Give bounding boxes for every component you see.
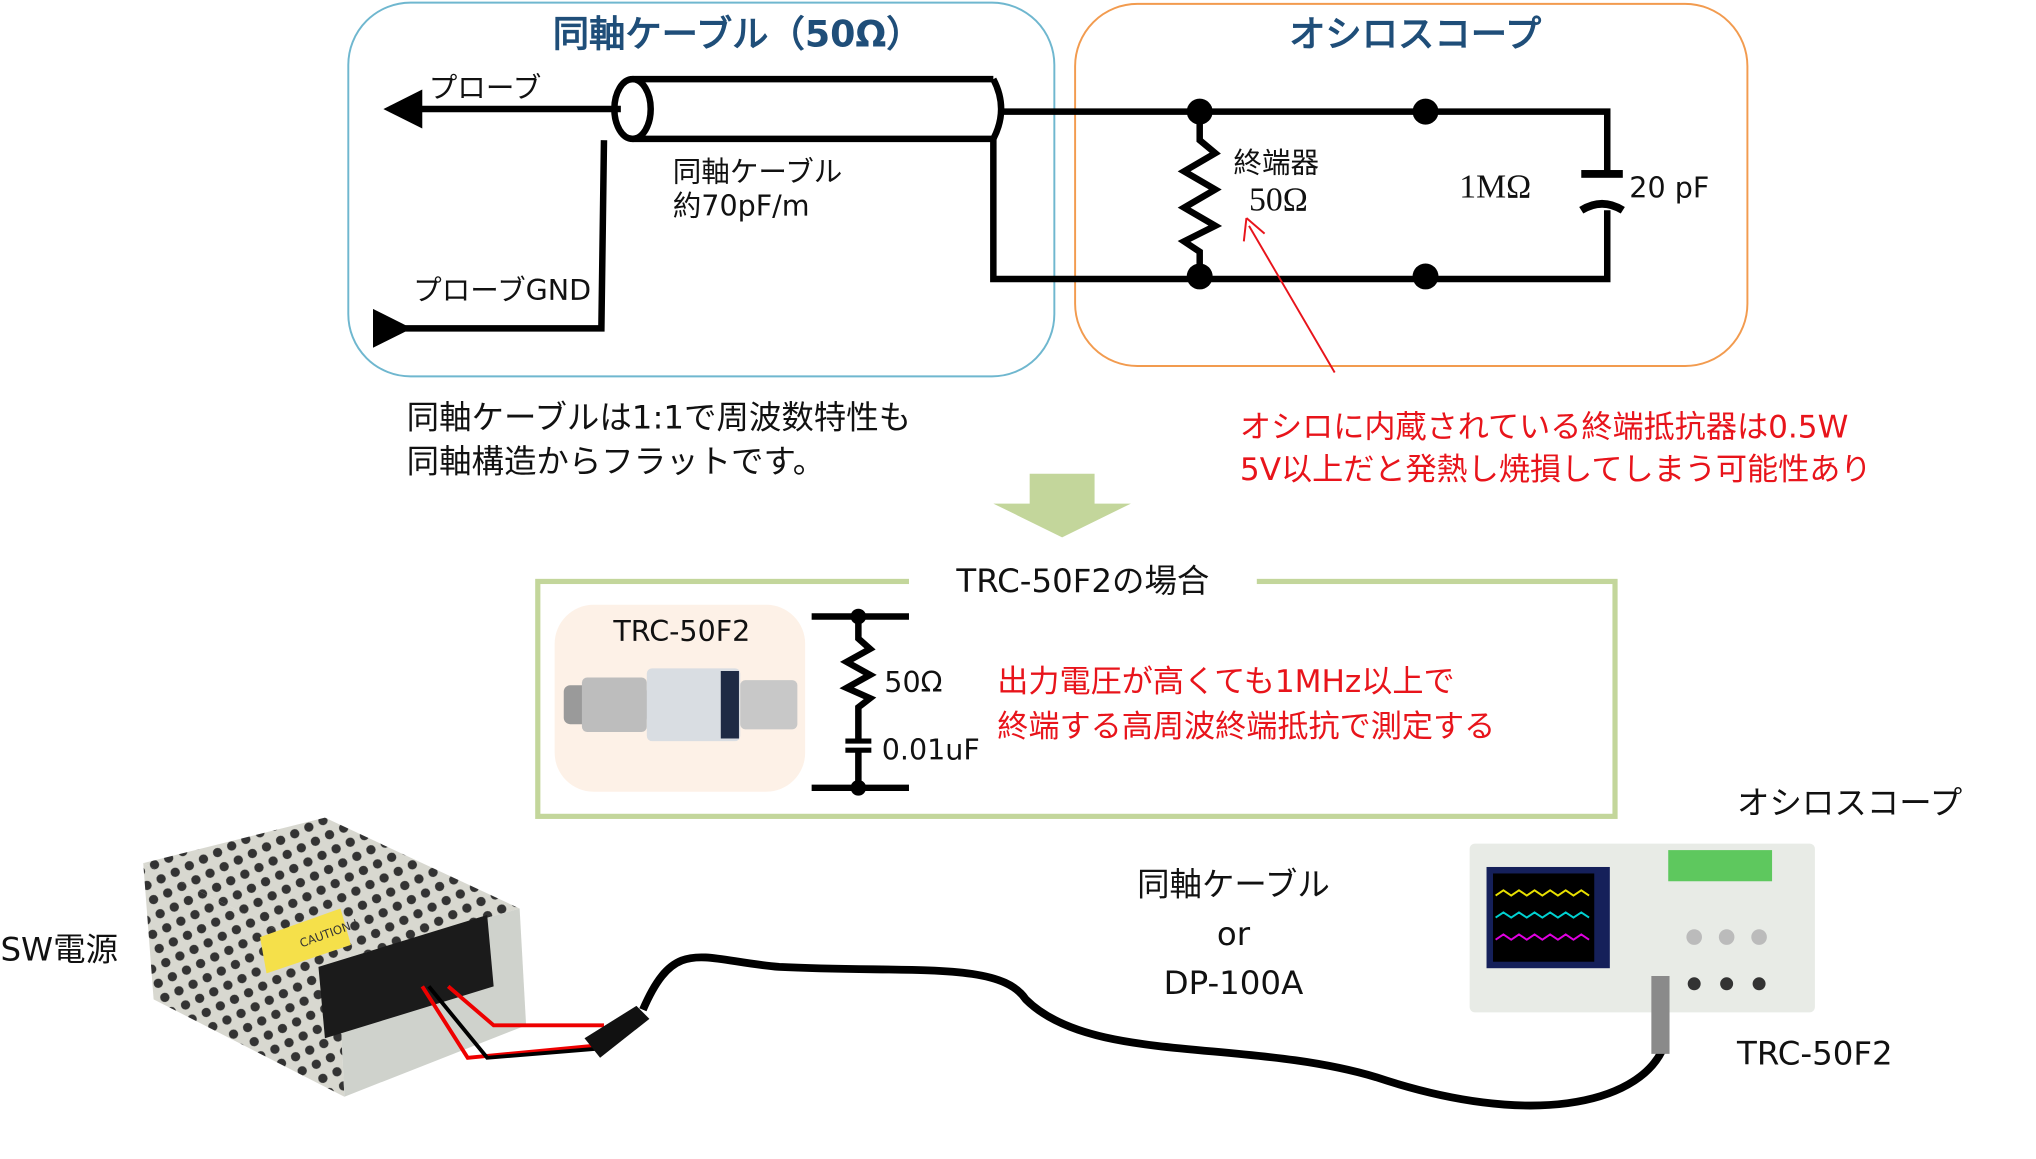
scope-input-circuit: [990, 98, 1625, 290]
coax-cable-symbol: [611, 75, 1005, 143]
coax-cable-panel: 同軸ケーブル（50Ω） プローブ プローブGND 同軸ケーブル 約70pF/m: [347, 1, 1056, 378]
warning-pointer-arrow: [1248, 225, 1336, 373]
probe-label: プローブ: [429, 70, 541, 104]
cable-option-line2: or: [1217, 915, 1251, 953]
probe-clip: [584, 1005, 650, 1058]
oscilloscope-panel: オシロスコープ 終端器 50Ω 1MΩ 20 pF: [990, 2, 1749, 367]
trc-connector-photo: [563, 668, 798, 742]
oscilloscope-photo: [1469, 843, 1815, 1013]
scope-label: オシロスコープ: [1737, 784, 1962, 822]
trc-panel-title: TRC-50F2の場合: [955, 562, 1209, 600]
cable-capacitance: 約70pF/m: [673, 188, 810, 222]
coax-panel-title: 同軸ケーブル（50Ω）: [553, 13, 923, 56]
terminator-resistor: [1177, 111, 1223, 277]
probe-gnd-wire: [372, 140, 608, 348]
coax-cable-line: [639, 953, 1666, 1110]
red-lead: [420, 984, 605, 1060]
input-resistance: 1MΩ: [1459, 168, 1531, 205]
power-supply-photo: CAUTION !: [143, 817, 527, 1097]
scope-panel-title: オシロスコープ: [1289, 13, 1542, 56]
trc-terminator-on-scope: [1651, 976, 1670, 1054]
coax-panel-border: [347, 1, 1056, 378]
warning-note-line2: 5V以上だと発熱し焼損してしまう可能性あり: [1240, 452, 1872, 488]
trc-desc-line2: 終端する高周波終端抵抗で測定する: [997, 709, 1495, 745]
cable-option-line1: 同軸ケーブル: [1137, 866, 1330, 904]
trc-resistor-value: 50Ω: [884, 665, 942, 699]
terminator-setup-label: TRC-50F2: [1736, 1034, 1893, 1072]
cable-label: 同軸ケーブル: [673, 155, 843, 189]
black-lead: [427, 985, 598, 1060]
scope-panel-border: [1074, 2, 1749, 367]
trc-circuit-symbol: [811, 608, 909, 796]
psu-label: SW電源: [0, 930, 118, 968]
warning-note-line1: オシロに内蔵されている終端抵抗器は0.5W: [1240, 409, 1848, 445]
down-arrow-icon: [993, 473, 1131, 538]
trc-desc-line1: 出力電圧が高くても1MHz以上で: [997, 664, 1454, 700]
terminator-label: 終端器: [1233, 146, 1319, 180]
flat-note-line1: 同軸ケーブルは1:1で周波数特性も: [407, 398, 911, 436]
trc-photo-label: TRC-50F2: [612, 614, 750, 648]
probe-gnd-label: プローブGND: [413, 273, 591, 307]
input-capacitance: 20 pF: [1629, 170, 1709, 204]
capacitor-plate-bottom: [1579, 199, 1625, 214]
trc-capacitor-value: 0.01uF: [882, 732, 980, 766]
trc-panel: TRC-50F2の場合 TRC-50F2 50Ω 0.01uF 出力電圧が高くて…: [535, 555, 1618, 819]
flat-note-line2: 同軸構造からフラットです。: [407, 442, 825, 480]
terminator-value: 50Ω: [1249, 181, 1308, 218]
capacitor-plate-top: [1581, 170, 1623, 178]
cable-option-line3: DP-100A: [1164, 964, 1304, 1002]
